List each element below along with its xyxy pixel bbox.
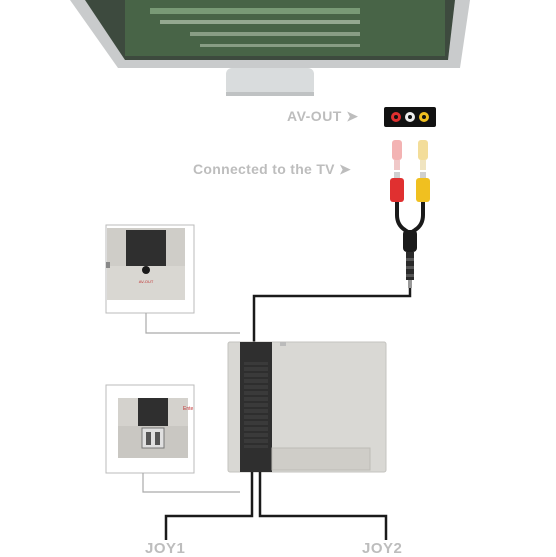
monitor-icon	[70, 0, 470, 96]
usb-port-icon: Ente	[105, 384, 195, 474]
svg-text:Ente: Ente	[183, 406, 194, 412]
console-icon	[227, 341, 387, 473]
connected-tv-label: Connected to the TV ➤	[193, 161, 352, 177]
joy2-label: JOY2	[362, 540, 403, 557]
joy1-label: JOY1	[145, 540, 186, 557]
av-jack-icon	[384, 107, 436, 127]
svg-text:AV-OUT: AV-OUT	[139, 279, 154, 284]
inset-av-port: AV-OUT	[105, 224, 195, 314]
rca-cable-icon	[252, 140, 430, 342]
av-out-label: AV-OUT ➤	[287, 108, 359, 124]
joystick-cables	[164, 472, 388, 540]
